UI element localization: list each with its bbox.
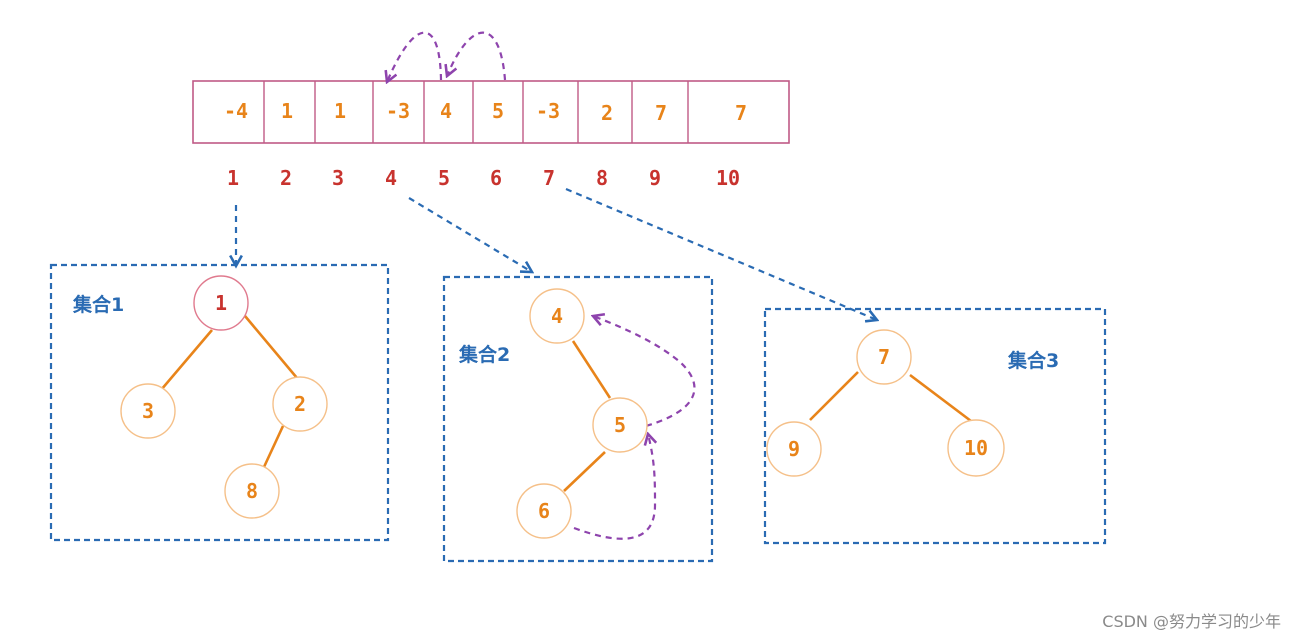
array-index: 7 (543, 166, 555, 190)
edge-5-6 (563, 451, 606, 492)
set1-label: 集合1 (72, 293, 124, 316)
pointer-arrow-5-to-4-tree (593, 316, 696, 428)
set2-pointer-arrows (573, 316, 696, 540)
node-6-label: 6 (538, 499, 550, 523)
pointer-arrow-5-to-4 (387, 31, 443, 82)
array-index: 3 (332, 166, 344, 190)
root-arrows (236, 187, 877, 320)
array-cell: 5 (492, 99, 504, 123)
node-8-label: 8 (246, 479, 258, 503)
edge-7-10 (909, 373, 972, 423)
array-indices: 1 2 3 4 5 6 7 8 9 10 (227, 166, 740, 190)
set1-box (49, 263, 390, 542)
array-index: 10 (716, 166, 740, 190)
node-3-circle (120, 383, 176, 439)
parent-pointer-arrows (387, 31, 507, 82)
array-cell: 2 (601, 101, 613, 125)
node-10-circle (947, 419, 1005, 477)
array-cell: -4 (224, 99, 248, 123)
array-index: 8 (596, 166, 608, 190)
node-7-label: 7 (878, 345, 890, 369)
set3-box (763, 307, 1107, 545)
parent-array: -4 1 1 -3 4 5 -3 2 7 7 (192, 80, 790, 144)
arrow-index4-to-set2 (408, 197, 532, 272)
array-cell: -3 (536, 99, 560, 123)
array-cell: 7 (735, 101, 747, 125)
node-4-circle (529, 288, 585, 344)
array-index: 2 (280, 166, 292, 190)
array-cell: 4 (440, 99, 452, 123)
array-cell: 7 (655, 101, 667, 125)
node-9-label: 9 (788, 437, 800, 461)
watermark: CSDN @努力学习的少年 (1102, 612, 1281, 631)
node-5-label: 5 (614, 413, 626, 437)
node-8-circle (224, 463, 280, 519)
array-outline (192, 80, 790, 144)
tree-edges (160, 315, 972, 492)
array-cell: 1 (281, 99, 293, 123)
node-1-circle (193, 275, 249, 331)
node-3-label: 3 (142, 399, 154, 423)
edge-1-2 (244, 315, 298, 379)
array-index: 1 (227, 166, 239, 190)
arrow-index7-to-set3 (565, 187, 877, 320)
node-9-circle (766, 421, 822, 477)
array-index: 5 (438, 166, 450, 190)
pointer-arrow-6-to-5-tree (573, 434, 655, 540)
node-2-circle (272, 376, 328, 432)
node-10-label: 10 (964, 436, 988, 460)
array-cell: 1 (334, 99, 346, 123)
node-2-label: 2 (294, 392, 306, 416)
edge-2-8 (262, 425, 285, 468)
array-index: 9 (649, 166, 661, 190)
edge-1-3 (160, 329, 213, 391)
array-index: 6 (490, 166, 502, 190)
set2-label: 集合2 (458, 343, 510, 366)
pointer-arrow-6-to-5 (447, 31, 507, 81)
edge-4-5 (571, 340, 612, 399)
array-index: 4 (385, 166, 397, 190)
set2-box (442, 275, 714, 563)
array-cell: -3 (386, 99, 410, 123)
node-4-label: 4 (551, 304, 563, 328)
node-6-circle (516, 483, 572, 539)
set3-label: 集合3 (1007, 349, 1059, 372)
node-7-circle (856, 329, 912, 385)
node-5-circle (592, 397, 648, 453)
edge-7-9 (809, 371, 859, 421)
node-1-label: 1 (215, 291, 227, 315)
tree-nodes: 1 3 2 8 4 5 6 7 9 10 (120, 275, 1005, 539)
